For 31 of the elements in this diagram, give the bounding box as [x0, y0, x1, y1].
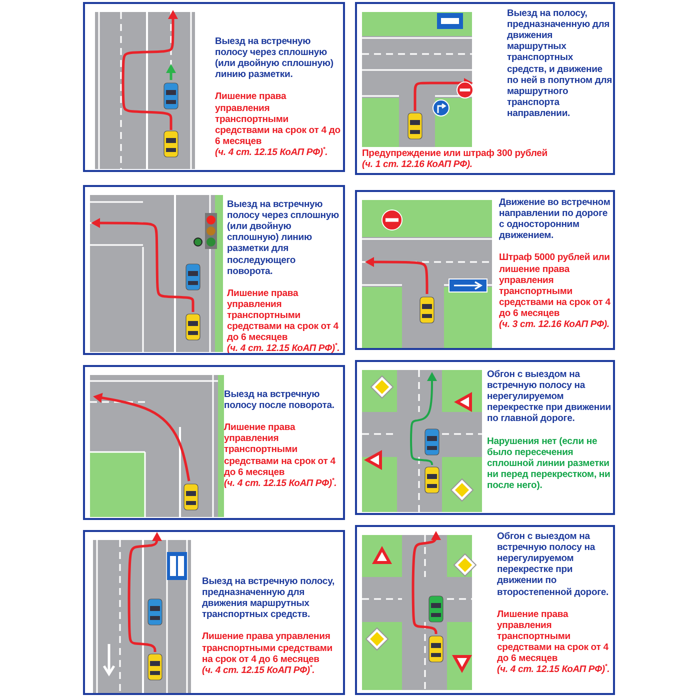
rule-card: [83, 365, 345, 520]
violation-description: Выезд на встречную полосу после поворота.: [224, 389, 336, 412]
violation-description: Выезд на встречную полосу, предназначенную для движения маршрутных транспортных средств.: [202, 576, 336, 620]
law-reference: (ч. 4 ст. 12.15 КоАП РФ)$^{*}$.: [224, 478, 338, 489]
violation-description: Обгон с выездом на встречную полосу на нерегулируемом перекрестке при движении по главной дороге.: [487, 369, 612, 425]
penalty-text: Предупреждение или штраф 300 рублей: [362, 148, 548, 160]
verdict-text: Нарушения нет (если не было пересечения сплошной линии разметки ни перед перекрестком, ни после него).: [487, 436, 612, 492]
violation-description: Обгон с выездом на встречную полосу на нерегулируемом перекрестке при движении по второстепенной дороге.: [497, 531, 610, 598]
violation-description: Выезд на встречную полосу через сплошную (или двойную сплошную) линию разметки.: [215, 36, 334, 80]
rule-card: [355, 190, 615, 350]
penalty-text: Штраф 5000 рублей или лишение права управления транспортными средствами на срок от 4 до 6 месяцев: [499, 252, 612, 320]
penalty-text: Лишение права управления транспортными средствами на срок от 4 до 6 месяцев: [202, 631, 334, 665]
rule-card: [355, 2, 615, 175]
law-reference: (ч. 4 ст. 12.15 КоАП РФ)$^{*}$.: [215, 146, 329, 158]
rule-card: [83, 530, 345, 695]
law-reference: (ч. 1 ст. 12.16 КоАП РФ).: [362, 159, 474, 170]
rule-card: [83, 185, 345, 355]
law-reference: (ч. 4 ст. 12.15 КоАП РФ)$^{*}$.: [202, 664, 316, 676]
violation-description: Выезд на полосу, предназначенную для движения маршрутных транспортных средств, и движение по ней в попутном для маршрутного транспорта направлении.: [507, 8, 613, 120]
violation-description: Движение во встречном направлении по дороге с односторонним движением.: [499, 197, 612, 242]
law-reference: (ч. 4 ст. 12.15 КоАП РФ)$^{*}$.: [227, 343, 341, 354]
penalty-text: Лишение права управления транспортными средствами на срок от 4 до 6 месяцев: [497, 608, 610, 664]
rule-card: [355, 360, 615, 515]
rule-card: [355, 525, 615, 695]
violation-description: Выезд на встречную полосу через сплошную (или двойную сплошную) линию разметки для последующего поворота.: [227, 199, 340, 277]
penalty-text: Лишение права управления транспортными средствами на срок от 4 до 6 месяцев: [227, 288, 340, 344]
rule-card: [83, 2, 345, 172]
penalty-text: Лишение права управления транспортными средствами на срок от 4 до 6 месяцев: [215, 91, 342, 147]
law-reference: (ч. 4 ст. 12.15 КоАП РФ)$^{*}$.: [497, 664, 611, 676]
penalty-text: Лишение права управления транспортными средствами на срок от 4 до 6 месяцев: [224, 422, 336, 478]
law-reference: (ч. 3 ст. 12.16 КоАП РФ).: [499, 319, 610, 330]
